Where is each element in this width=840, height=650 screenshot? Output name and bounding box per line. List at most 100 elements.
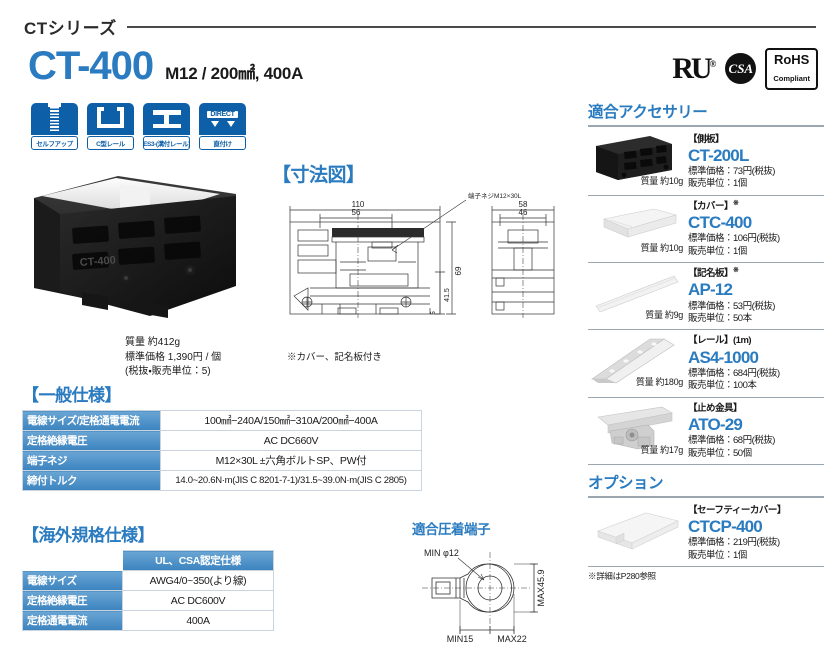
accessory-item[interactable]: 質量 約180g 【レール】(1m) AS4-1000 標準価格：684円(税抜… [588, 330, 824, 398]
row-label: 締付トルク [22, 470, 161, 491]
accessory-category: 【カバー】※ [688, 199, 739, 212]
dim-side-width-inner: 46 [519, 208, 528, 217]
overseas-spec-table: UL、CSA認定仕様 電線サイズ AWG4/0~350(より線) 定格絶縁電圧 … [22, 550, 274, 631]
divider [588, 125, 824, 127]
accessory-name: AP-12 [688, 280, 733, 300]
safety-cover-icon [597, 512, 679, 550]
accessory-item[interactable]: 質量 約9g 【記名板】※ AP-12 標準価格：53円(税抜) 販売単位：50… [588, 263, 824, 331]
accessory-weight: 質量 約180g [635, 377, 683, 388]
self-up-screw-icon [31, 102, 78, 135]
svg-text:CT-400: CT-400 [79, 255, 116, 269]
accessory-image: 質量 約17g [588, 401, 684, 455]
table-row: 電線サイズ AWG4/0~350(より線) [22, 570, 274, 591]
accessory-unit: 販売単位：100本 [688, 380, 757, 392]
accessory-category: 【側板】 [688, 133, 725, 145]
badge-label: 直付け [199, 136, 246, 150]
row-label: 定格絶縁電圧 [22, 430, 161, 451]
accessory-unit: 販売単位：50個 [688, 447, 752, 459]
crimp-max-width-label: MAX22 [497, 634, 527, 644]
model-spec: M12 / 200㎟, 400A [165, 64, 304, 83]
accessory-category: 【レール】(1m) [688, 335, 752, 347]
direct-mount-icon: DIRECT [199, 103, 246, 135]
dimension-svg: 110 56 58 46 69 41.5 5 端子ネジM12×30L [289, 191, 555, 318]
badge-direct-mount: DIRECT 直付け [198, 103, 247, 150]
crimp-terminal-svg: MIN φ12 MAX45.9 MIN15 MAX22 [422, 548, 546, 644]
accessory-name: CT-200L [688, 145, 749, 165]
options-title: オプション [588, 475, 664, 493]
dim-small: 5 [431, 311, 437, 315]
series-name: CTシリーズ [24, 19, 117, 38]
general-spec-section: 【一般仕様】 電線サイズ/定格通電電流 100㎟−240A/150㎟−310A/… [22, 381, 422, 491]
option-category: 【セーフティーカバー】 [688, 504, 786, 516]
table-row: 定格通電電流 400A [22, 610, 274, 631]
crimp-height-label: MAX45.9 [536, 569, 546, 606]
option-unit: 販売単位：1個 [688, 549, 747, 561]
accessories-title: 適合アクセサリー [588, 104, 708, 121]
side-plate-black-icon [596, 135, 672, 180]
accessory-category: 【記名板】※ [688, 267, 739, 280]
accessory-image: 質量 約10g [588, 132, 684, 186]
accessory-name: AS4-1000 [688, 347, 759, 367]
terminal-block-image: CT-400 [34, 176, 236, 318]
page-title: CT-400 [28, 44, 154, 88]
certification-marks: RU® CSA RoHS Compliant [672, 48, 818, 90]
accessory-image: 質量 約9g [588, 266, 684, 320]
row-value: 400A [122, 610, 274, 631]
accessory-price: 標準価格：53円(税抜) [688, 300, 775, 312]
crimp-min-width-label: MIN15 [447, 634, 474, 644]
row-value: AC DC600V [122, 590, 274, 611]
badge-self-up: セルフアップ [30, 102, 79, 150]
product-price: 標準価格 1,390円 / 個 [125, 351, 222, 363]
general-spec-title: 【一般仕様】 [22, 386, 122, 405]
table-row: 電線サイズ/定格通電電流 100㎟−240A/150㎟−310A/200㎟−40… [22, 410, 422, 431]
badge-label: ES3-(溝付レール) [143, 136, 190, 150]
ul-mark-icon: RU® [672, 51, 717, 85]
accessory-weight: 質量 約17g [640, 444, 684, 455]
accessory-price: 標準価格：106円(税抜) [688, 233, 780, 245]
option-price: 標準価格：219円(税抜) [688, 537, 780, 549]
dim-height-inner: 41.5 [444, 288, 451, 302]
series-header: CTシリーズ [24, 14, 816, 39]
table-row: 締付トルク 14.0~20.6N·m(JIS C 8201-7-1)/31.5~… [22, 470, 422, 491]
rohs-line1: RoHS [773, 52, 810, 67]
accessory-item[interactable]: 質量 約10g 【カバー】※ CTC-400 標準価格：106円(税抜) 販売単… [588, 196, 824, 264]
row-label: 定格絶縁電圧 [22, 590, 123, 611]
crimp-hole-label: MIN φ12 [424, 548, 459, 558]
option-info: 【セーフティーカバー】 CTCP-400 標準価格：219円(税抜) 販売単位：… [688, 503, 824, 562]
accessory-category: 【止め金具】 [688, 402, 743, 414]
accessory-info: 【レール】(1m) AS4-1000 標準価格：684円(税抜) 販売単位：10… [688, 333, 824, 392]
dim-width-inner: 56 [352, 208, 361, 217]
accessory-weight: 質量 約10g [640, 175, 684, 186]
c-rail-icon [87, 103, 134, 135]
dimension-drawing: 110 56 58 46 69 41.5 5 端子ネジM12×30L [280, 191, 565, 342]
accessory-weight: 質量 約10g [640, 242, 684, 253]
accessory-price: 標準価格：68円(税抜) [688, 435, 775, 447]
empty-corner [22, 550, 123, 571]
overseas-spec-section: 【海外規格仕様】 UL、CSA認定仕様 電線サイズ AWG4/0~350(より線… [22, 521, 274, 631]
divider [588, 496, 824, 498]
option-name: CTCP-400 [688, 516, 763, 536]
accessory-info: 【記名板】※ AP-12 標準価格：53円(税抜) 販売単位：50本 [688, 266, 824, 325]
dim-height-outer: 69 [454, 266, 463, 275]
accessory-price: 標準価格：73円(税抜) [688, 166, 775, 178]
accessory-item[interactable]: 質量 約10g 【側板】 CT-200L 標準価格：73円(税抜) 販売単位：1… [588, 129, 824, 196]
direct-icon-text: DIRECT [207, 111, 238, 118]
accessory-info: 【止め金具】 ATO-29 標準価格：68円(税抜) 販売単位：50個 [688, 401, 824, 460]
badge-label: C型レール [87, 136, 134, 150]
accessory-info: 【側板】 CT-200L 標準価格：73円(税抜) 販売単位：1個 [688, 132, 824, 191]
accessory-item[interactable]: 質量 約17g 【止め金具】 ATO-29 標準価格：68円(税抜) 販売単位：… [588, 398, 824, 466]
product-unit: (税抜・販売単位：5) [125, 366, 211, 377]
option-item[interactable]: 【セーフティーカバー】 CTCP-400 標準価格：219円(税抜) 販売単位：… [588, 500, 824, 567]
accessory-name: ATO-29 [688, 414, 743, 434]
dimension-drawing-title: 【寸法図】 [272, 165, 365, 186]
rohs-mark-icon: RoHS Compliant [765, 48, 818, 90]
accessory-name: CTC-400 [688, 212, 752, 232]
accessory-unit: 販売単位：50本 [688, 313, 752, 325]
accessory-weight: 質量 約9g [645, 310, 683, 321]
row-value: M12×30L ±六角ボルトSP、PW付 [160, 450, 422, 471]
cover-white-icon [602, 208, 678, 238]
row-label: 端子ネジ [22, 450, 161, 471]
accessory-price: 標準価格：684円(税抜) [688, 368, 780, 380]
stopper-metal-icon [597, 406, 673, 450]
accessories-column: 適合アクセサリー 質量 約10g 【側板 [588, 100, 824, 582]
